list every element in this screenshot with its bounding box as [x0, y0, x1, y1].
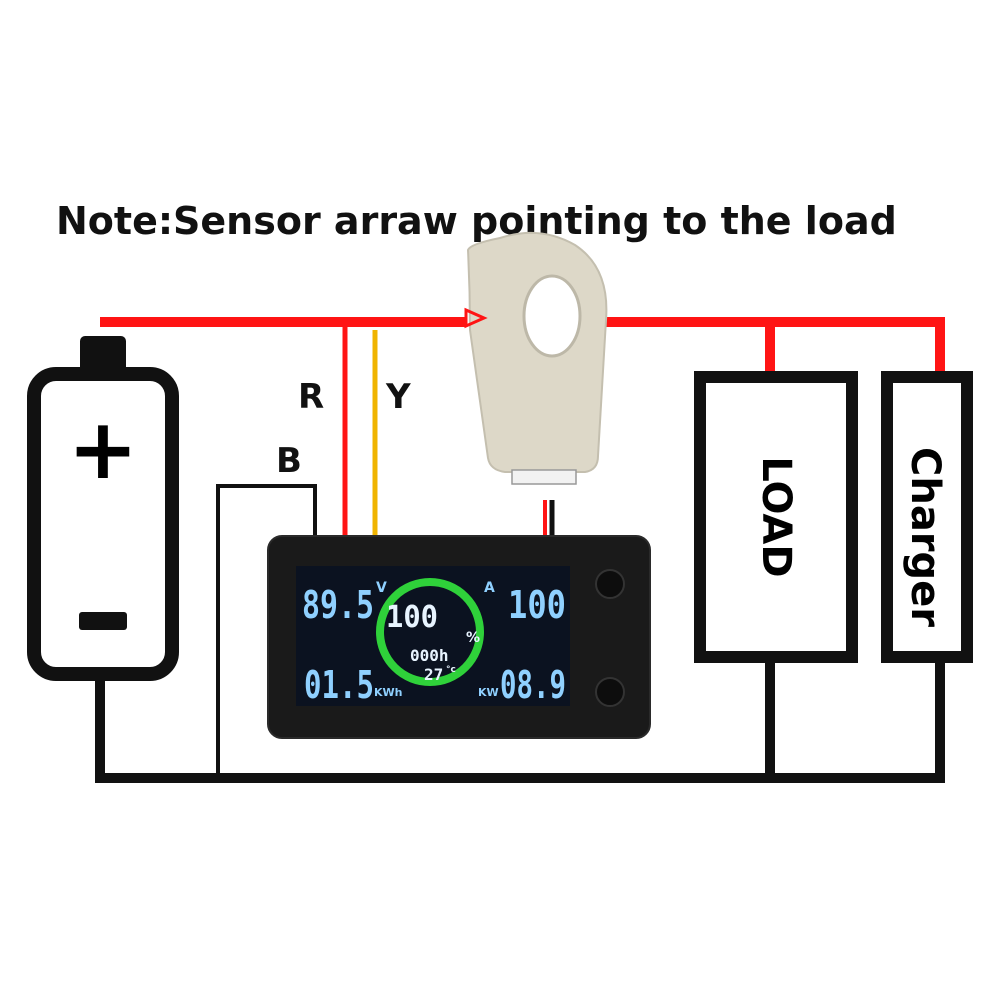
positive-bus-right — [520, 317, 945, 372]
sensor-hole — [522, 274, 582, 358]
charger-label: Charger — [902, 447, 948, 627]
battery: + — [27, 336, 179, 681]
battery-plus-sign: + — [68, 400, 138, 498]
sensor-connector — [511, 469, 577, 485]
power-readout: 08.9 — [500, 663, 566, 707]
note-text: Note:Sensor arraw pointing to the load — [56, 199, 897, 243]
b-wire-label: B — [276, 441, 302, 481]
charger-box: Charger — [881, 371, 973, 663]
percent-unit: % — [466, 630, 480, 646]
power-unit: KW — [478, 686, 499, 699]
temperature-unit: °c — [446, 665, 456, 675]
charger-box-outline — [881, 371, 973, 663]
hours-readout: 000h — [410, 646, 449, 665]
meter: 89.5 V 100 A 01.5 KWh 08.9 KW 100 % 000h… — [267, 535, 651, 739]
load-box-outline — [694, 371, 858, 663]
y-wire-label: Y — [385, 377, 411, 417]
sensor-direction-arrow-icon — [464, 307, 488, 329]
battery-minus-sign — [79, 612, 127, 630]
b-wire — [216, 484, 317, 778]
r-wire-label: R — [298, 377, 324, 417]
sensor-body — [466, 231, 608, 473]
voltage-unit: V — [376, 580, 387, 596]
energy-readout: 01.5 — [304, 663, 374, 707]
current-unit: A — [484, 580, 495, 596]
voltage-readout: 89.5 — [302, 583, 374, 627]
positive-wires — [100, 317, 945, 372]
ground-wires — [95, 655, 945, 783]
energy-unit: KWh — [374, 686, 403, 699]
battery-body — [27, 367, 179, 681]
meter-button-bottom[interactable] — [595, 677, 625, 707]
current-readout: 100 — [508, 583, 566, 627]
ground-bus-wire — [95, 655, 945, 783]
meter-button-top[interactable] — [595, 569, 625, 599]
temperature-readout: 27 — [424, 665, 443, 684]
battery-gauge-ring — [376, 578, 484, 686]
load-box: LOAD — [694, 371, 858, 663]
load-label: LOAD — [753, 456, 799, 577]
percent-readout: 100 — [386, 600, 438, 635]
current-sensor — [464, 231, 608, 538]
battery-terminal — [80, 336, 126, 374]
